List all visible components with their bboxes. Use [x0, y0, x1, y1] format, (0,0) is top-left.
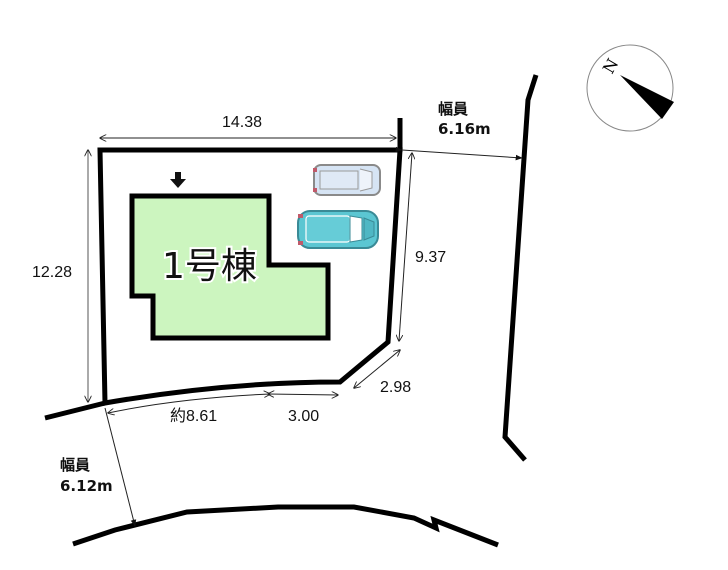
van-icon [313, 164, 381, 196]
east-road-width-line [395, 146, 523, 161]
building-label: 1号棟 [162, 246, 257, 287]
dim-right-label: 9.37 [415, 249, 446, 266]
south-road-near-edge [44, 400, 106, 421]
building-1 [129, 193, 331, 341]
south-road-title: 幅員 [60, 456, 90, 474]
north-compass-icon: N [586, 44, 674, 132]
east-road-far-edge [502, 74, 539, 462]
east-road-width: 6.16m [438, 120, 491, 138]
dim-bottom-left-label: 約8.61 [170, 407, 217, 425]
south-road-width: 6.12m [60, 477, 113, 495]
dim-line-bottom-left [108, 394, 270, 413]
dim-corner-label: 2.98 [380, 379, 411, 396]
dim-line-bottom-right [268, 394, 338, 395]
dim-top-label: 14.38 [222, 114, 262, 131]
dim-line-right [399, 153, 412, 341]
south-road-width-line [104, 407, 137, 527]
dim-left-label: 12.28 [32, 264, 72, 281]
dim-line-corner [354, 350, 400, 388]
east-road-title: 幅員 [438, 100, 468, 118]
dim-bottom-right-label: 3.00 [288, 408, 319, 425]
south-road-far-edge [72, 504, 499, 548]
car-icon [297, 210, 379, 249]
entrance-arrow-icon [170, 172, 186, 188]
